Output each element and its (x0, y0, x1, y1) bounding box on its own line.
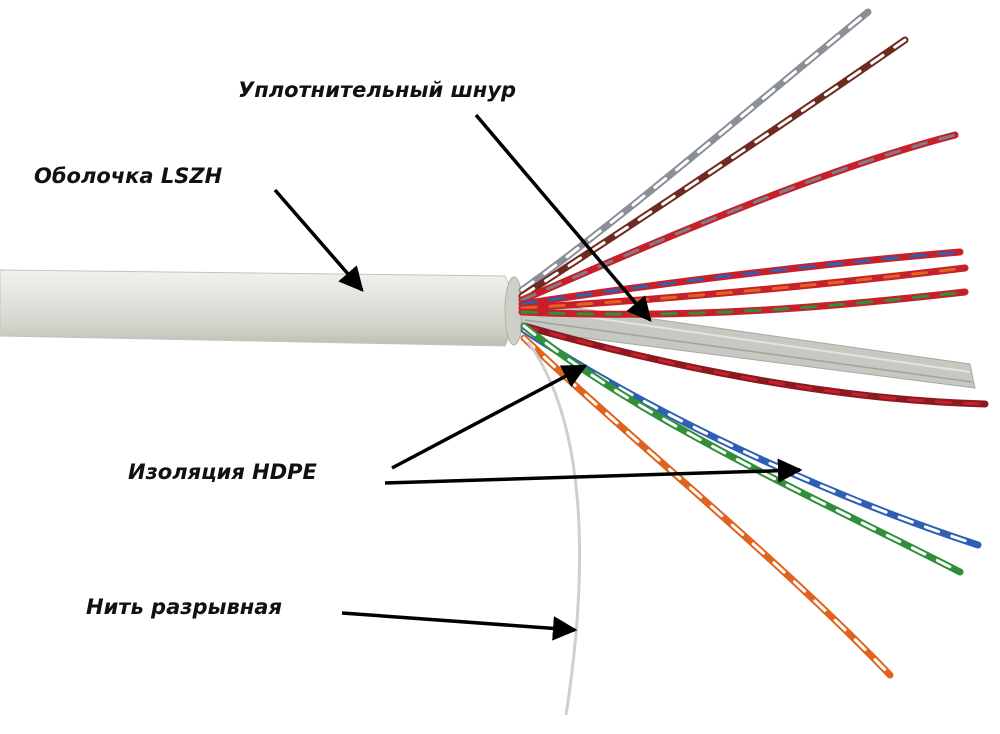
cable-jacket (0, 269, 524, 347)
label-rip-cord: Нить разрывная (86, 595, 282, 619)
rip-cord (526, 341, 582, 716)
label-insulation: Изоляция HDPE (128, 460, 317, 484)
twisted-pairs-upper (518, 8, 969, 318)
filler-cord (519, 299, 976, 389)
label-filler-cord: Уплотнительный шнур (238, 78, 517, 102)
arrow-sheath (273, 188, 364, 292)
arrow-insulation-lower (384, 458, 803, 485)
pointer-arrows (273, 113, 803, 641)
label-sheath: Оболочка LSZH (34, 164, 223, 188)
arrow-filler-cord (474, 113, 652, 322)
arrow-insulation-upper (391, 364, 588, 470)
arrow-rip-cord (341, 611, 578, 641)
